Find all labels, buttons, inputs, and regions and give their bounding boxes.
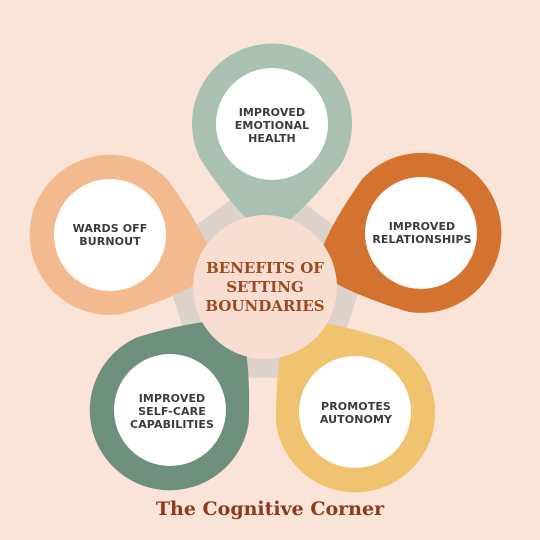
petal-label-self-care: IMPROVED SELF-CARE CAPABILITIES	[130, 391, 214, 431]
petal-label-relationships: IMPROVED RELATIONSHIPS	[372, 220, 472, 246]
petal-inner-circle-burnout	[54, 179, 166, 291]
center-circle	[193, 215, 337, 359]
petal-label-burnout: WARDS OFF BURNOUT	[72, 222, 148, 248]
center-title: BENEFITS OF SETTING BOUNDARIES	[205, 258, 325, 315]
petal-inner-circle-emotional-health	[216, 68, 328, 180]
petal-inner-circle-self-care	[114, 354, 226, 466]
brand-footer: The Cognitive Corner	[155, 498, 385, 520]
petal-inner-circle-relationships	[365, 177, 477, 289]
petal-label-emotional-health: IMPROVED EMOTIONAL HEALTH	[234, 105, 310, 145]
petal-label-autonomy: PROMOTES AUTONOMY	[319, 400, 393, 426]
petal-inner-circle-autonomy	[299, 356, 411, 468]
